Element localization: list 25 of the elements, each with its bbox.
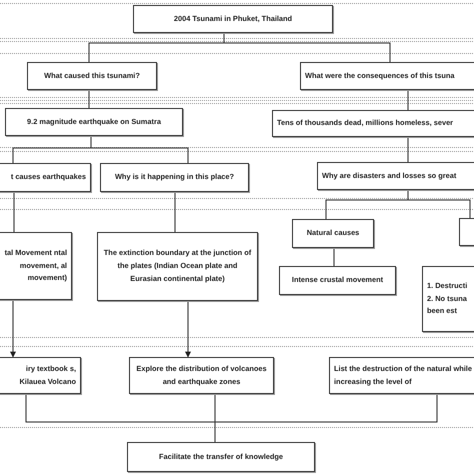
process-box	[100, 163, 249, 192]
process-box	[0, 232, 72, 300]
process-box	[97, 232, 258, 301]
process-box	[279, 266, 396, 295]
process-box	[0, 357, 81, 394]
connector-line	[174, 192, 176, 232]
process-box	[5, 108, 183, 136]
process-box	[422, 266, 474, 332]
process-box	[329, 357, 474, 394]
process-box	[0, 163, 91, 192]
arrow	[10, 300, 16, 358]
process-box	[27, 62, 157, 90]
connector-line	[224, 32, 390, 62]
process-box	[300, 62, 474, 90]
process-box	[317, 162, 474, 190]
process-box	[292, 219, 374, 248]
connector-line	[408, 190, 470, 218]
connector-line	[88, 90, 90, 108]
arrow	[185, 300, 191, 358]
connector-line	[90, 136, 188, 164]
process-box	[133, 5, 333, 33]
connector-line	[214, 394, 438, 442]
process-box	[129, 357, 274, 394]
process-box	[127, 442, 315, 472]
process-box	[272, 110, 474, 137]
